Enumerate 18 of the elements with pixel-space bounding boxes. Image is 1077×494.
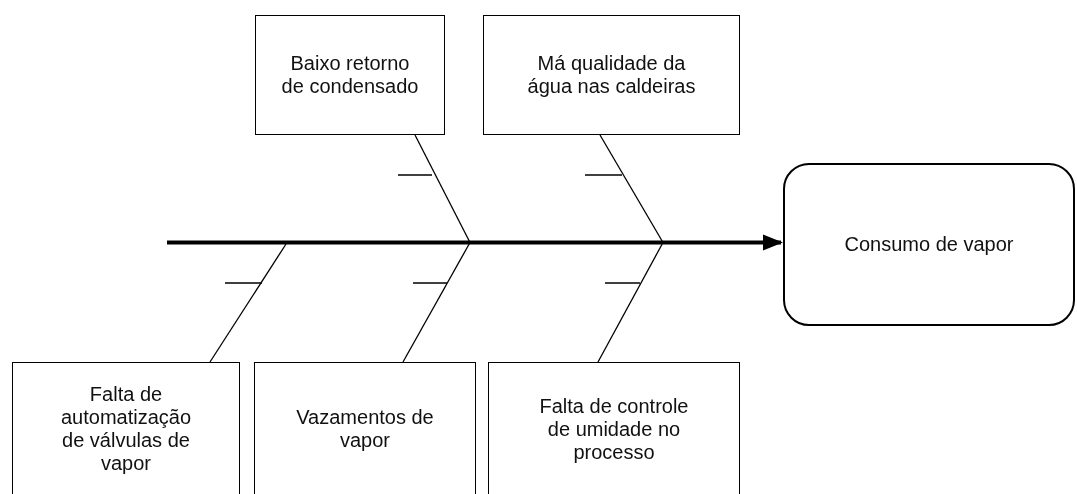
cause-label: Má qualidade da água nas caldeiras xyxy=(526,52,697,98)
cause-label: Falta de automatização de válvulas de vapor xyxy=(59,383,193,475)
bone-line xyxy=(599,134,664,244)
cause-label: Baixo retorno de condensado xyxy=(281,52,419,98)
spine-arrow xyxy=(167,234,783,251)
cause-box xyxy=(483,15,740,135)
cause-box xyxy=(255,15,445,135)
cause-box xyxy=(12,362,240,494)
cause-box xyxy=(254,362,476,494)
bone-line xyxy=(597,241,664,363)
cause-label: Vazamentos de vapor xyxy=(295,406,435,452)
cause-box xyxy=(488,362,740,494)
effect-label: Consumo de vapor xyxy=(844,233,1014,256)
bone-line xyxy=(209,241,288,363)
cause-label: Falta de controle de umidade no processo xyxy=(538,394,690,464)
bone-line xyxy=(402,241,471,363)
effect-box xyxy=(783,163,1075,326)
bone-line xyxy=(414,134,471,244)
